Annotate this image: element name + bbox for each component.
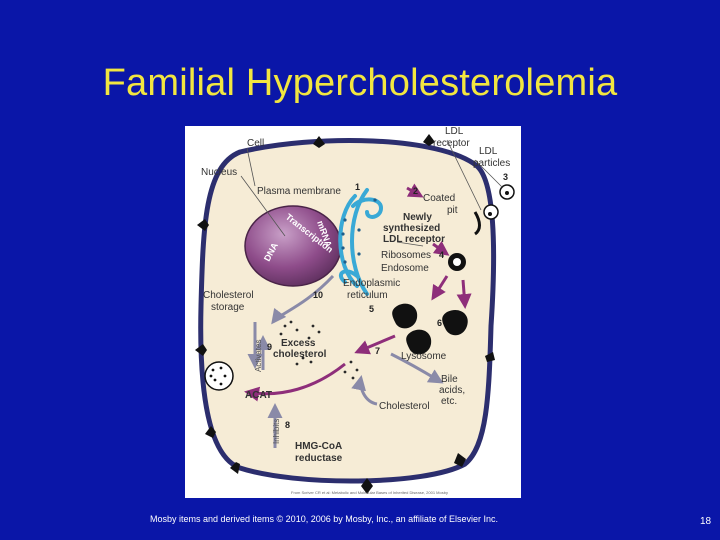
footer-copyright: Mosby items and derived items © 2010, 20…	[150, 514, 498, 524]
step-10: 10	[313, 290, 323, 300]
cholesterol-label: Cholesterol	[379, 401, 430, 412]
step-9: 9	[267, 342, 272, 352]
excess-chol-label-2: cholesterol	[273, 349, 327, 360]
figure-credit: From Scriver CR et al: Metabolic and Mol…	[291, 490, 448, 495]
endoplasmic-reticulum	[338, 188, 384, 296]
regulatory-arrows	[247, 274, 444, 448]
coated-pit-label-1: Coated	[423, 193, 455, 204]
cell-label: Cell	[247, 138, 264, 149]
step-4: 4	[439, 250, 444, 260]
cell-body	[198, 138, 497, 484]
slide-title: Familial Hypercholesterolemia	[102, 62, 618, 104]
ribosomes-label: Ribosomes	[381, 250, 431, 261]
pathway-arrows	[244, 183, 472, 402]
nucleus-label: Nucleus	[201, 167, 237, 178]
endosome-core	[453, 258, 461, 266]
step-3: 3	[503, 172, 508, 182]
newly-synth-label-2: synthesized	[383, 223, 440, 234]
storage-droplet-dots	[209, 366, 227, 386]
activates-label: Activates	[254, 340, 263, 372]
ribosomes	[341, 198, 377, 264]
lysosome-bodies	[392, 303, 468, 355]
step-2: 2	[413, 186, 418, 196]
acat-label: ACAT	[245, 390, 272, 401]
hmg-label-1: HMG-CoA	[295, 441, 342, 452]
step-7: 7	[375, 346, 380, 356]
cholesterol-storage-droplet	[204, 361, 234, 391]
newly-synth-label-1: Newly	[403, 212, 432, 223]
ldl-particles	[483, 184, 515, 220]
ldl-pathway-diagram: Transcription mRNA DNA	[195, 126, 515, 495]
ldl-receptor-label-1: LDL	[445, 126, 464, 137]
step-5: 5	[369, 304, 374, 314]
figure-frame: Transcription mRNA DNA	[185, 126, 521, 498]
newly-synth-label-3: LDL receptor	[383, 234, 445, 245]
ldl-particles-label-1: LDL	[479, 146, 498, 157]
bile-label-2: acids,	[439, 385, 465, 396]
step-8: 8	[285, 420, 290, 430]
er-label-1: Endoplasmic	[343, 278, 400, 289]
chol-storage-label-1: Cholesterol	[203, 290, 254, 301]
hmg-label-2: reductase	[295, 453, 343, 464]
bile-label-3: etc.	[441, 396, 457, 407]
step-6: 6	[437, 318, 442, 328]
lysosome-label: Lysosome	[401, 351, 447, 362]
chol-storage-label-2: storage	[211, 302, 245, 313]
er-label-2: reticulum	[347, 290, 388, 301]
inhibits-label: Inhibits	[272, 419, 281, 444]
ldl-receptor-label-2: receptor	[433, 138, 470, 149]
endosome-label: Endosome	[381, 263, 429, 274]
membrane-receptors	[195, 134, 495, 494]
excess-chol-label-1: Excess	[281, 338, 316, 349]
leader-lines	[240, 139, 504, 247]
coated-pit-label-2: pit	[447, 205, 458, 216]
page-number: 18	[700, 516, 712, 527]
bile-label-1: Bile	[441, 374, 458, 385]
step-1: 1	[355, 182, 360, 192]
coated-pit	[473, 211, 481, 236]
ldl-particles-label-2: particles	[473, 158, 510, 169]
plasma-membrane-label: Plasma membrane	[257, 186, 341, 197]
